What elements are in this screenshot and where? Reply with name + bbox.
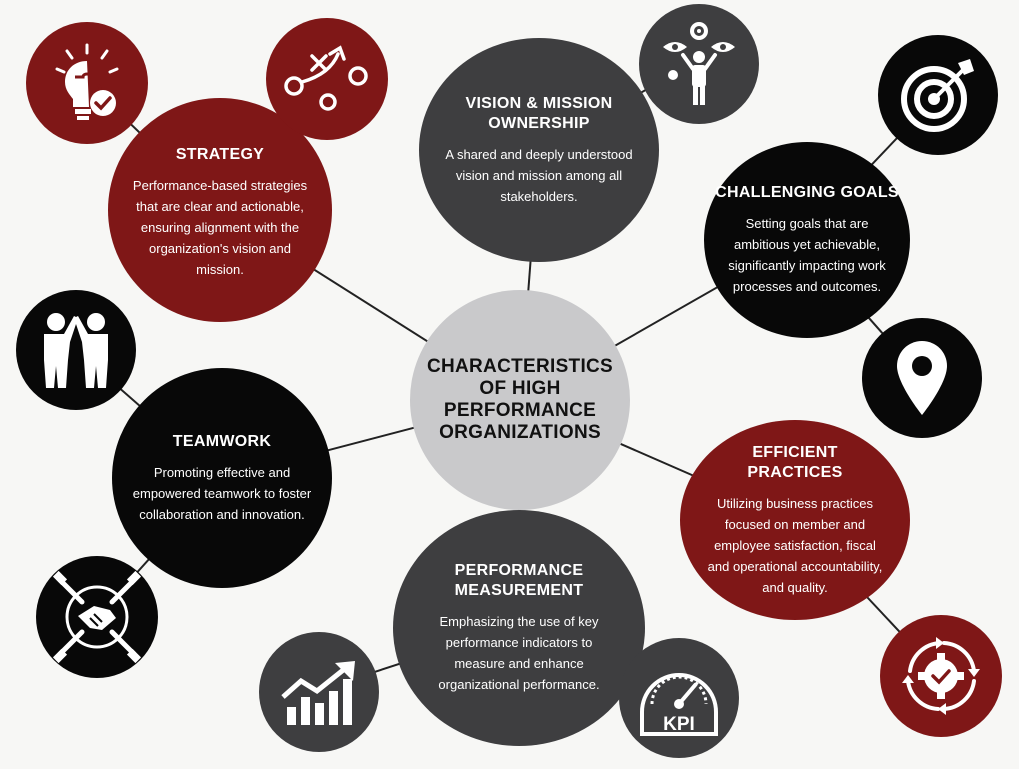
goals-title: CHALLENGING GOALS (715, 184, 899, 201)
kpi-label: KPI (663, 714, 695, 735)
bulb-puzzle-icon (26, 22, 148, 144)
teamwork-people-icon (16, 290, 136, 410)
practices-node: EFFICIENT PRACTICES Utilizing business p… (680, 420, 910, 620)
gear-cycle-icon (880, 615, 1002, 737)
practices-title: EFFICIENT PRACTICES (747, 443, 843, 481)
center-node: CHARACTERISTICS OF HIGH PERFORMANCE ORGA… (410, 290, 630, 510)
playbook-strategy-icon (266, 18, 388, 140)
strategy-title: STRATEGY (175, 145, 265, 163)
vision-title: VISION & MISSION OWNERSHIP (465, 94, 613, 132)
teamwork-node: TEAMWORK Promoting effective and empower… (112, 368, 332, 588)
vision-description: A shared and deeply understood vision an… (445, 146, 633, 204)
measurement-description: Emphasizing the use of key performance i… (438, 614, 600, 692)
vision-eyes-icon (639, 4, 759, 124)
target-arrow-icon (878, 35, 998, 155)
practices-description: Utilizing business practices focused on … (707, 495, 883, 595)
strategy-node: STRATEGY Performance-based strategies th… (108, 98, 332, 322)
strategy-description: Performance-based strategies that are cl… (132, 177, 308, 277)
goals-description: Setting goals that are ambitious yet ach… (728, 216, 886, 294)
growth-chart-icon (259, 632, 379, 752)
vision-node: VISION & MISSION OWNERSHIP A shared and … (419, 38, 659, 262)
measurement-node: PERFORMANCE MEASUREMENT Emphasizing the … (393, 510, 645, 746)
kpi-gauge-icon: KPI (619, 638, 739, 758)
location-pin-icon (862, 318, 982, 438)
goals-node: CHALLENGING GOALS Setting goals that are… (704, 142, 910, 338)
measurement-title: PERFORMANCE MEASUREMENT (454, 562, 584, 599)
teamwork-title: TEAMWORK (172, 432, 272, 450)
center-title: CHARACTERISTICS OF HIGH PERFORMANCE ORGA… (426, 356, 614, 443)
teamwork-description: Promoting effective and empowered teamwo… (132, 464, 312, 522)
handshake-icon (36, 556, 158, 678)
